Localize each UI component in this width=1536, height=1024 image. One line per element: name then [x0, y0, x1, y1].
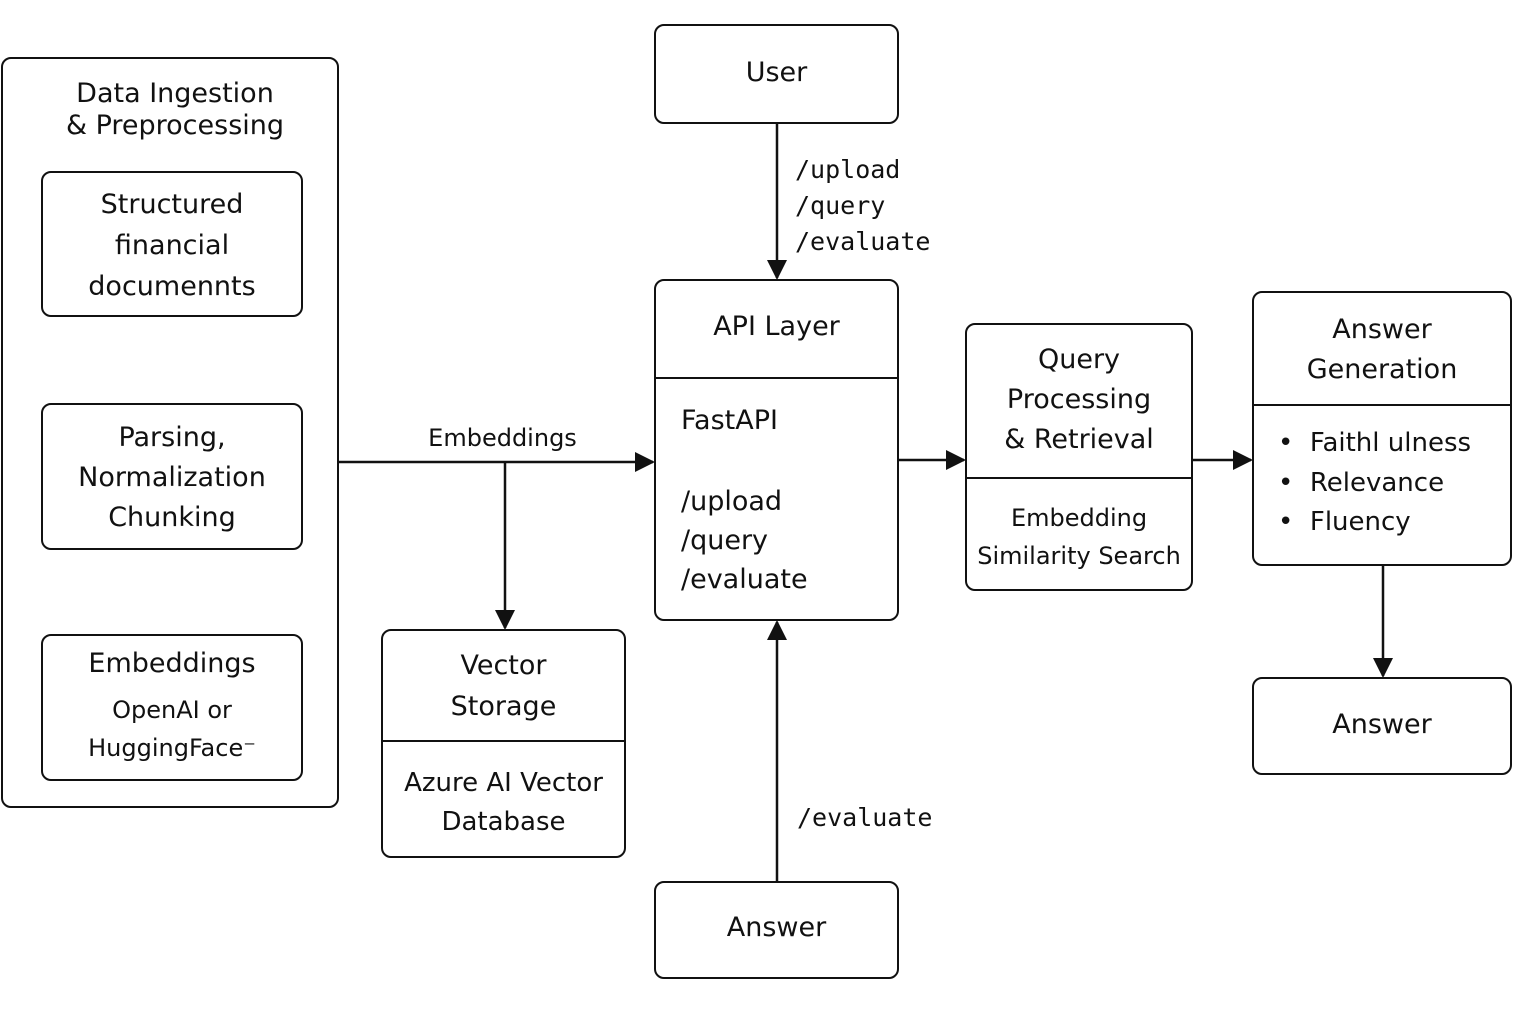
parsing-label: Parsing, Normalization Chunking [78, 422, 266, 533]
user-label: User [745, 57, 808, 88]
bullet-icon: • [1278, 467, 1310, 498]
answer-generation-title: Answer Generation [1306, 314, 1458, 385]
documents-label: Structured financial documennts [88, 189, 256, 302]
query-processing-divider [966, 477, 1192, 479]
api-endpoints: /upload /query /evaluate [681, 486, 808, 595]
embeddings-subtitle: OpenAI or HuggingFace⁻ [88, 696, 256, 762]
user-arrow-label: /upload /query /evaluate [795, 155, 931, 256]
api-layer-box [654, 279, 899, 621]
vector-storage-title: Vector Storage [450, 650, 557, 722]
embeddings-title: Embeddings [88, 648, 256, 679]
documents-box [41, 171, 303, 317]
embeddings-box [41, 634, 303, 781]
api-layer-divider [655, 377, 898, 379]
vector-storage-divider [382, 740, 625, 742]
answer-generation-divider [1253, 404, 1511, 406]
answer-bottom-label: Answer [726, 912, 827, 943]
embeddings-arrow-label: Embeddings [428, 424, 577, 452]
query-processing-body: Embedding Similarity Search [977, 504, 1181, 570]
ingestion-title: Data Ingestion & Preprocessing [65, 78, 285, 142]
answer-generation-box [1252, 291, 1512, 566]
bullet-item: • Relevance [1278, 467, 1445, 498]
vector-storage-body: Azure AI Vector Database [404, 768, 603, 837]
answer-generation-bullets: • Faithl ulness • Relevance • Fluency [1278, 424, 1471, 543]
parsing-box [41, 403, 303, 550]
vector-storage-box [381, 629, 626, 858]
query-processing-box [965, 323, 1193, 591]
query-processing-title: Query Processing & Retrieval [1004, 344, 1154, 455]
user-box [654, 24, 899, 124]
bullet-icon: • [1278, 507, 1310, 537]
api-layer-title: API Layer [713, 311, 840, 342]
answer-right-label: Answer [1332, 709, 1432, 740]
bullet-item: • Fluency [1278, 507, 1411, 537]
bullet-icon: • [1278, 428, 1310, 458]
api-framework: FastAPI [681, 405, 778, 436]
evaluate-arrow-label: /evaluate [797, 803, 933, 832]
answer-right-box [1252, 677, 1512, 775]
answer-bottom-box [654, 881, 899, 979]
bullet-item: • Faithl ulness [1278, 428, 1472, 458]
